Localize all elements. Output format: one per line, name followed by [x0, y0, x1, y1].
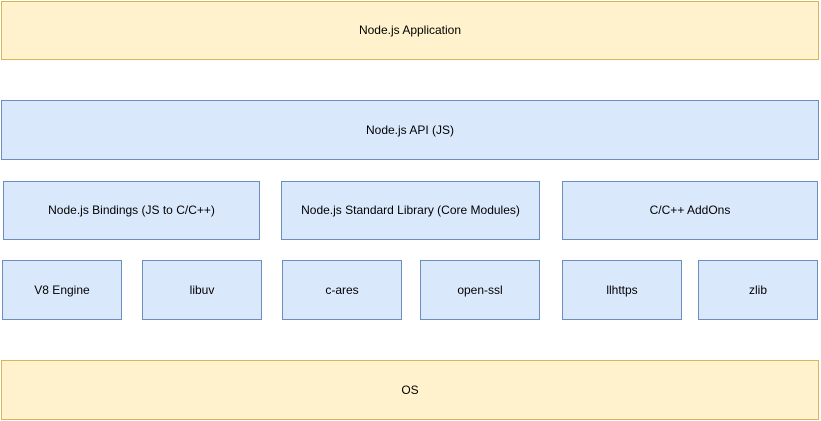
standard-library-layer-label: Node.js Standard Library (Core Modules) [301, 203, 520, 218]
c-ares-label: c-ares [325, 282, 359, 297]
c-ares-box[interactable]: c-ares [282, 260, 402, 320]
api-layer-box[interactable]: Node.js API (JS) [1, 100, 819, 160]
api-layer-label: Node.js API (JS) [365, 122, 455, 137]
v8-engine-box[interactable]: V8 Engine [2, 260, 122, 320]
bindings-layer-box[interactable]: Node.js Bindings (JS to C/C++) [3, 181, 260, 240]
llhttps-box[interactable]: llhttps [562, 260, 682, 320]
addons-layer-box[interactable]: C/C++ AddOns [562, 181, 818, 240]
application-layer-label: Node.js Application [358, 23, 462, 38]
addons-layer-label: C/C++ AddOns [649, 203, 731, 218]
v8-engine-label: V8 Engine [34, 282, 90, 297]
open-ssl-box[interactable]: open-ssl [420, 260, 540, 320]
zlib-box[interactable]: zlib [698, 260, 818, 320]
application-layer-box[interactable]: Node.js Application [1, 1, 819, 60]
standard-library-layer-box[interactable]: Node.js Standard Library (Core Modules) [281, 181, 540, 240]
zlib-label: zlib [748, 282, 767, 297]
bindings-layer-label: Node.js Bindings (JS to C/C++) [48, 203, 215, 218]
libuv-label: libuv [189, 282, 215, 297]
llhttps-label: llhttps [606, 282, 638, 297]
os-layer-label: OS [401, 382, 419, 397]
open-ssl-label: open-ssl [457, 282, 503, 297]
libuv-box[interactable]: libuv [142, 260, 262, 320]
os-layer-box[interactable]: OS [1, 360, 819, 420]
